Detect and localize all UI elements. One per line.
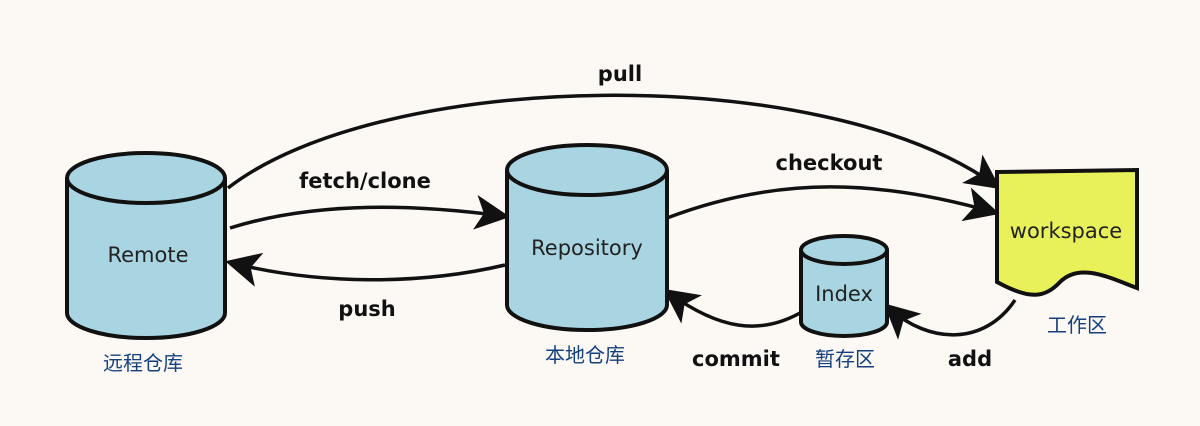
pull-arrow — [226, 93, 1001, 190]
repository-cylinder — [505, 143, 669, 332]
pull-label: pull — [598, 62, 642, 86]
push-arrow — [225, 252, 506, 287]
index-caption: 暂存区 — [815, 347, 875, 371]
remote-caption: 远程仓库 — [103, 351, 183, 375]
fetch-clone-arrow — [229, 194, 510, 230]
add-arrow — [883, 299, 1017, 340]
remote-cylinder — [65, 151, 227, 340]
workspace-caption: 工作区 — [1047, 313, 1107, 337]
checkout-label: checkout — [776, 151, 883, 175]
workspace-document — [995, 167, 1139, 297]
commit-label: commit — [692, 347, 780, 371]
repository-label: Repository — [531, 236, 643, 260]
add-label: add — [948, 347, 992, 371]
checkout-arrow — [666, 185, 1000, 222]
index-label: Index — [815, 282, 873, 306]
repository-caption: 本地仓库 — [545, 343, 625, 367]
commit-arrow — [663, 288, 801, 328]
remote-label: Remote — [107, 243, 188, 267]
fetch-clone-label: fetch/clone — [299, 169, 431, 193]
index-cylinder — [799, 234, 889, 338]
workspace-label: workspace — [1010, 219, 1122, 243]
push-label: push — [338, 297, 395, 321]
